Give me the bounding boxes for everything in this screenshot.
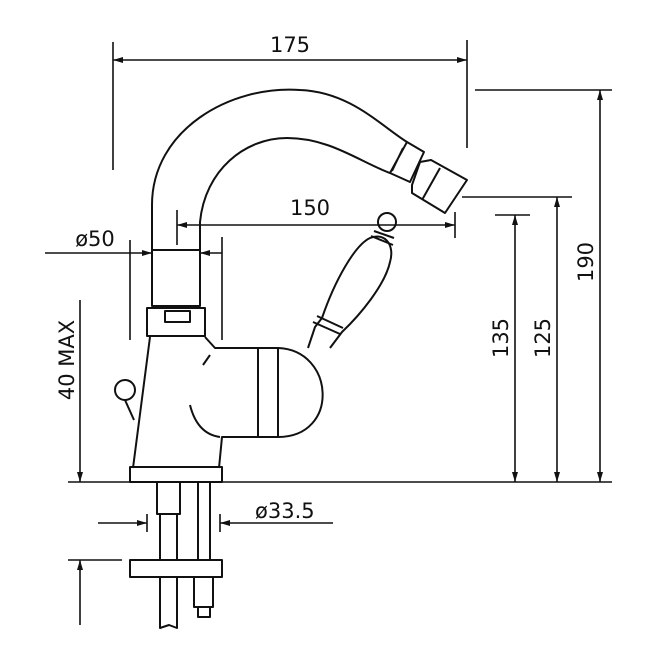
column xyxy=(151,249,201,307)
dim-label-diameter-33-5: ø33.5 xyxy=(255,499,315,523)
dim-label-135: 135 xyxy=(489,318,513,358)
nozzle-head xyxy=(411,159,468,214)
dimension-150: 150 xyxy=(176,196,456,245)
dim-label-150: 150 xyxy=(290,196,330,220)
popup-knob xyxy=(114,379,136,401)
dimension-heights: 190 125 135 xyxy=(122,89,612,483)
lower-tube xyxy=(159,577,178,629)
dimension-diameter-50: ø50 xyxy=(45,227,223,340)
spout-inner xyxy=(199,137,391,250)
dim-label-40-max: 40 MAX xyxy=(55,320,79,400)
body xyxy=(132,336,258,469)
fixing-plate xyxy=(129,559,223,578)
dimension-40-max: 40 MAX xyxy=(55,300,122,625)
shank-tube xyxy=(156,482,181,560)
nut-flat xyxy=(164,310,191,323)
spout-outer xyxy=(151,88,408,250)
cartridge-collar xyxy=(257,347,279,438)
faucet-outline xyxy=(114,88,468,629)
handle-ring xyxy=(312,315,344,335)
cartridge-dome xyxy=(277,347,324,438)
spout-ring xyxy=(389,141,425,183)
dimension-diameter-33-5: ø33.5 xyxy=(98,499,333,532)
dim-label-diameter-50: ø50 xyxy=(75,227,115,251)
dim-label-125: 125 xyxy=(531,318,555,358)
supply-rod xyxy=(197,482,211,560)
popup-rod xyxy=(124,399,135,421)
dimension-175: 175 xyxy=(112,33,468,170)
body-curves xyxy=(189,354,221,438)
base-plate xyxy=(129,466,223,483)
dim-label-190: 190 xyxy=(574,242,598,282)
column-nut xyxy=(146,307,206,337)
handle xyxy=(307,235,393,349)
dim-label-175: 175 xyxy=(270,33,310,57)
handle-collar xyxy=(370,230,395,246)
lower-nut xyxy=(193,577,214,618)
handle-knob xyxy=(377,212,397,232)
